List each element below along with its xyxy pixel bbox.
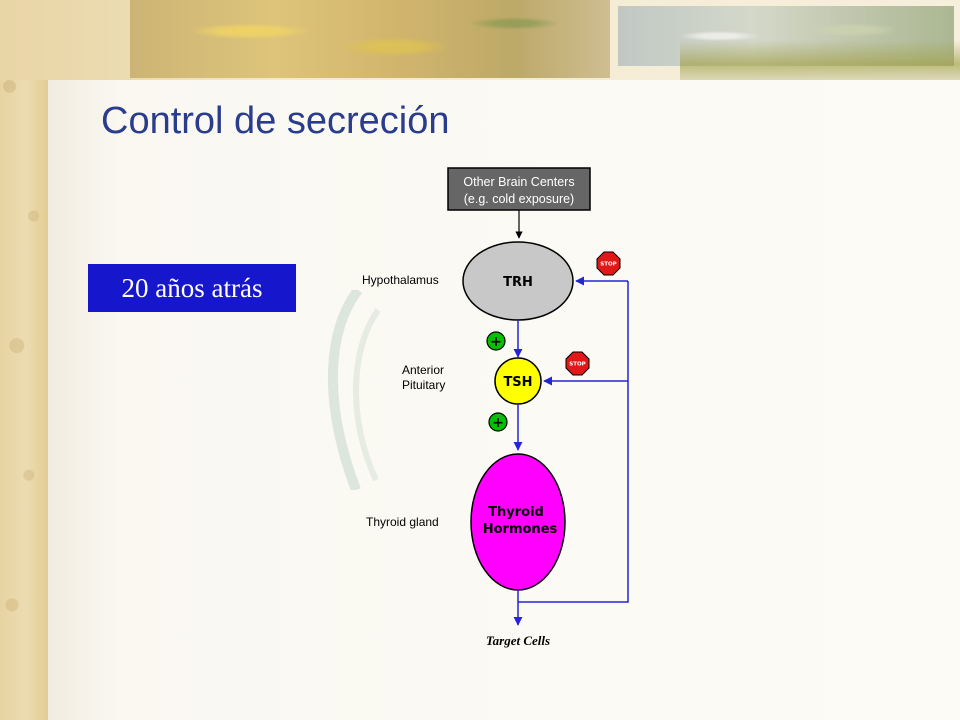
thyroid-hormones-node: Thyroid Hormones — [470, 453, 566, 591]
tsh-node: TSH — [494, 357, 542, 405]
plus-sign-1: + — [490, 334, 502, 350]
thyroid-gland-label: Thyroid gland — [366, 515, 439, 529]
plus-sign-2: + — [492, 415, 504, 431]
stop-sign-icon: STOP — [596, 251, 621, 276]
negative-feedback-loop — [518, 276, 629, 603]
other-brain-centers-box: Other Brain Centers (e.g. cold exposure) — [447, 167, 591, 211]
anterior-pituitary-label-line2: Pituitary — [402, 378, 445, 392]
stimulation-plus-icon: + — [486, 331, 506, 351]
stimulation-plus-icon: + — [488, 412, 508, 432]
date-label-box: 20 años atrás — [88, 264, 296, 312]
target-cells-label: Target Cells — [486, 633, 550, 648]
trh-label: TRH — [503, 275, 533, 290]
trh-node: TRH — [462, 241, 574, 321]
brain-centers-label-line1: Other Brain Centers — [463, 175, 574, 189]
tsh-label: TSH — [503, 375, 532, 390]
slide-title: Control de secreción — [101, 100, 450, 142]
anterior-pituitary-label-line1: Anterior — [402, 363, 444, 377]
banner-grass-photo — [680, 40, 960, 80]
stop-sign-label-2: STOP — [569, 362, 585, 368]
top-decorative-banner — [0, 0, 960, 80]
thyroid-feedback-diagram: Other Brain Centers (e.g. cold exposure)… — [362, 167, 629, 648]
brain-centers-label-line2: (e.g. cold exposure) — [464, 192, 574, 206]
thyroid-hormones-label-line2: Hormones — [483, 522, 558, 537]
banner-leaves-photo — [130, 0, 610, 78]
hypothalamus-label: Hypothalamus — [362, 273, 439, 287]
watermark-arc-decoration — [327, 290, 381, 490]
parchment-left-border — [0, 0, 48, 720]
stop-sign-label-1: STOP — [600, 262, 616, 268]
thyroid-hormones-label-line1: Thyroid — [488, 505, 544, 520]
stop-sign-icon: STOP — [565, 351, 590, 376]
